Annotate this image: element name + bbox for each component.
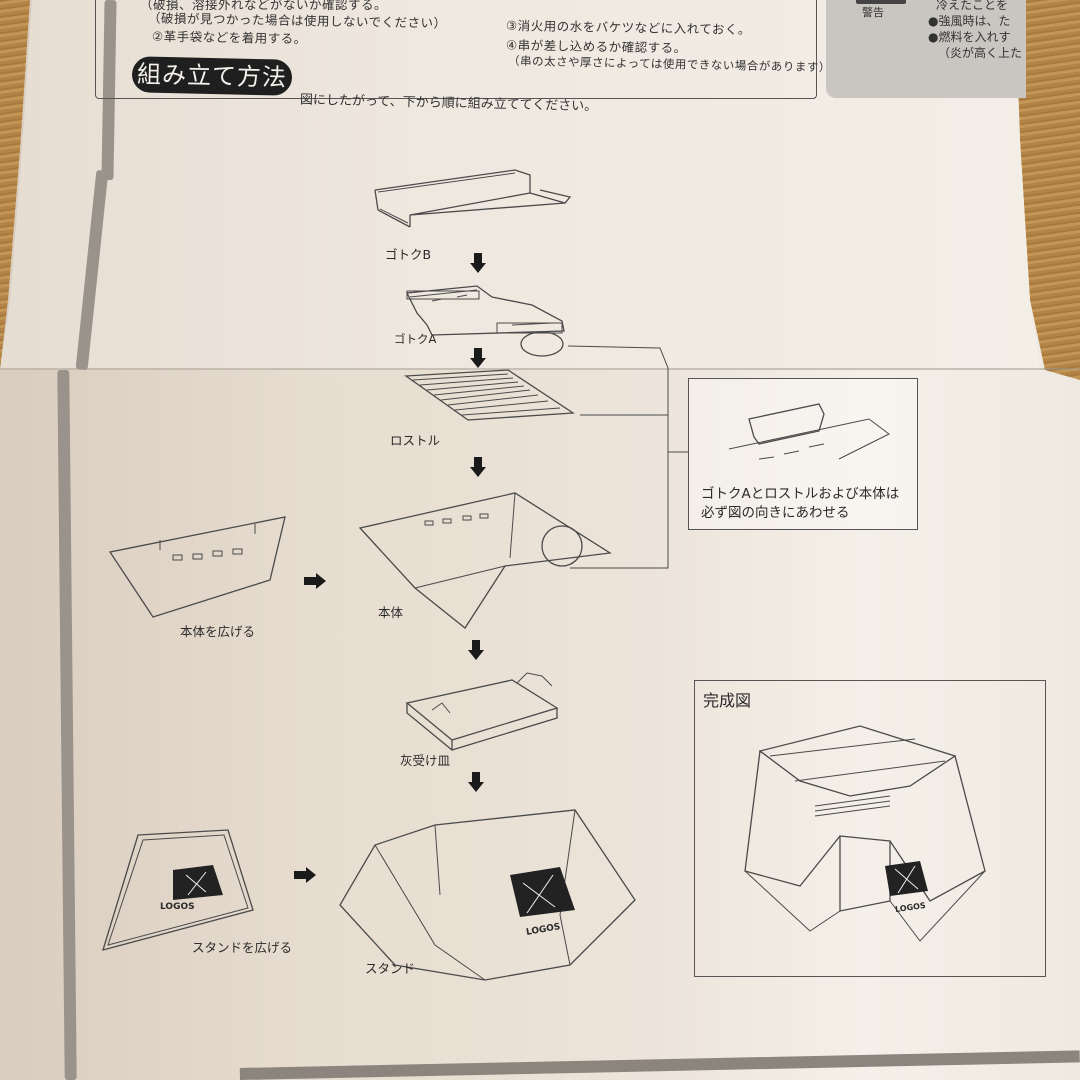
part-label-body: 本体 [378,605,404,620]
logo-logos: LOGOS [160,902,195,912]
orientation-detail-callout: ゴトクAとロストルおよび本体は 必ず図の向きにあわせる [688,378,918,530]
body-folded-illustration [108,516,286,618]
caution-line: ●燃料を入れす [928,30,1011,44]
stand-illustration [339,809,636,981]
arrow-down-icon [470,348,486,368]
step-label-body-open: 本体を広げる [180,624,256,639]
arrow-down-icon [468,640,484,660]
precautions-box [95,0,817,99]
warning-badge [856,0,906,4]
completed-firepit-illustration [744,725,986,942]
section-title-pill: 組み立て方法 [131,56,293,96]
orientation-note-line-2: 必ず図の向きにあわせる [701,505,850,521]
orientation-detail-illustration [728,403,890,460]
arrow-down-icon [470,253,486,273]
completed-view-title: 完成図 [703,691,752,710]
precaution-line: ②革手袋などを着用する。 [151,28,307,47]
ash-tray-illustration [405,672,559,751]
arrow-down-icon [470,457,486,477]
completed-view-box: 完成図 LOGOS [694,680,1046,977]
warning-badge-label: 警告 [862,6,884,19]
gotoku-a-illustration [405,285,565,336]
precaution-line: （破損、溶接外れなどがないか確認する。 [140,0,388,12]
callout-connector-lines [567,345,688,569]
part-label-stand: スタンド [365,961,416,976]
gotoku-b-illustration [374,169,572,228]
part-label-gotoku-b: ゴトクB [385,247,432,262]
arrow-down-icon [468,772,484,792]
fold-crease [0,368,1080,370]
rostle-grill-illustration [404,369,575,421]
stand-folded-illustration [102,829,254,951]
part-label-ash-tray: 灰受け皿 [400,753,451,768]
part-label-gotoku-a: ゴトクA [394,332,437,346]
caution-line: ●強風時は、た [928,14,1011,28]
body-illustration [358,492,612,629]
step-label-stand-open: スタンドを広げる [192,940,293,955]
caution-panel: 警告 冷えたことを ●強風時は、た ●燃料を入れす （炎が高く上た [826,0,1026,98]
detail-magnifier-circle [520,331,564,357]
arrow-right-icon [294,867,316,883]
caution-line: （炎が高く上た [938,46,1023,60]
caution-line: 冷えたことを [936,0,1009,12]
part-label-rostle: ロストル [390,433,441,448]
arrow-right-icon [304,573,326,589]
orientation-note-line-1: ゴトクAとロストルおよび本体は [701,486,900,502]
